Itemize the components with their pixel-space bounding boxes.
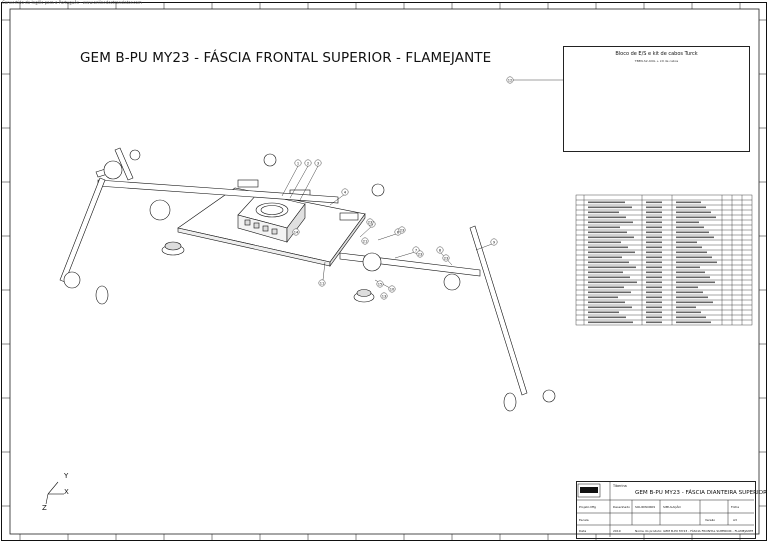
balloon-number: 21: [363, 239, 368, 243]
company-logo: [577, 483, 601, 498]
balloon-number: 1: [297, 161, 299, 165]
clamp: [149, 199, 171, 221]
balloon-number: 7: [415, 248, 417, 252]
balloon-number: 13: [382, 294, 387, 298]
cell-b: SIMULAÇÃO: [663, 505, 681, 509]
balloon-number: 23: [368, 220, 373, 224]
knob: [371, 183, 385, 197]
sheet-value: A3: [733, 518, 737, 522]
turck-inset: Bloco de E/S e kit de cabos Turck TBEN-S…: [563, 46, 750, 152]
balloon: [304, 159, 312, 167]
balloon-number: 3: [317, 161, 319, 165]
company-name: Tiberina: [613, 484, 627, 488]
balloon-number: 23: [418, 252, 423, 256]
bracket: [339, 212, 359, 221]
balloon: [314, 159, 322, 167]
clamp: [542, 389, 556, 403]
balloon: [388, 285, 396, 293]
suction-cup: [503, 392, 517, 412]
balloon: [442, 254, 450, 262]
inset-title: Bloco de E/S e kit de cabos Turck: [615, 51, 698, 57]
inset-subtitle: TBEN-S2-4IOL + kit de cabos: [634, 59, 679, 63]
balloon: [292, 228, 300, 236]
balloon: [506, 76, 514, 84]
drawing-title: GEM B-PU MY23 - FÁSCIA FRONTAL SUPERIOR …: [80, 50, 492, 66]
title-block-title: GEM B-PU MY23 - FÁSCIA DIANTEIRA SUPERIO…: [635, 490, 767, 496]
balloon: [380, 292, 388, 300]
knob: [263, 153, 277, 167]
balloon-number: 2: [307, 161, 309, 165]
axis-y-label: Y: [64, 472, 69, 480]
suction-cup: [95, 285, 109, 305]
checker-label: Desenhado: [613, 505, 630, 509]
clamp: [443, 273, 461, 291]
balloon: [294, 159, 302, 167]
clamp: [103, 160, 123, 180]
balloon-number: 15: [378, 282, 383, 286]
axis-x-label: X: [64, 488, 69, 496]
bracket: [237, 179, 259, 188]
balloon-number: 12: [508, 78, 513, 82]
tube-frame: [59, 147, 528, 396]
designer-label: Projeto Mfg: [579, 505, 596, 509]
cell-c: Folha: [731, 505, 740, 509]
translation-watermark: Convertido do Inglês para o Português - …: [2, 0, 142, 5]
balloon-number: 14: [294, 230, 299, 234]
balloon: [376, 280, 384, 288]
balloon: [366, 218, 374, 226]
date-value: 2019: [613, 529, 621, 533]
cell-a: SOLIDWORKS: [635, 505, 656, 509]
balloon-number: 8: [439, 248, 442, 252]
balloon-number: 10: [390, 287, 395, 291]
balloon: [490, 238, 498, 246]
clamp: [362, 252, 382, 272]
balloon: [341, 188, 349, 196]
balloon: [398, 226, 406, 234]
balloon-number: 4: [344, 190, 347, 194]
clamp: [63, 271, 81, 289]
balloon: [361, 237, 369, 245]
balloon: [318, 279, 326, 287]
balloon-number: 23: [444, 256, 449, 260]
balloon: [416, 250, 424, 258]
balloon-number: 23: [400, 228, 405, 232]
balloon-number: 6: [397, 230, 400, 234]
balloon-number: 11: [320, 281, 325, 285]
axis-z-label: Z: [42, 504, 47, 512]
balloon: [436, 246, 444, 254]
knob: [129, 149, 141, 161]
date-label: Data: [579, 529, 587, 533]
product-description: Nome do produto: GEM B-PU MY23 - FÁSCIA …: [635, 529, 753, 533]
sheet-label: Versão: [705, 518, 716, 522]
scale-label: Escala: [579, 518, 589, 522]
balloon-number: 9: [493, 240, 496, 244]
io-block: [237, 192, 306, 243]
title-block: Tiberina GEM B-PU MY23 - FÁSCIA DIANTEIR…: [576, 481, 767, 539]
